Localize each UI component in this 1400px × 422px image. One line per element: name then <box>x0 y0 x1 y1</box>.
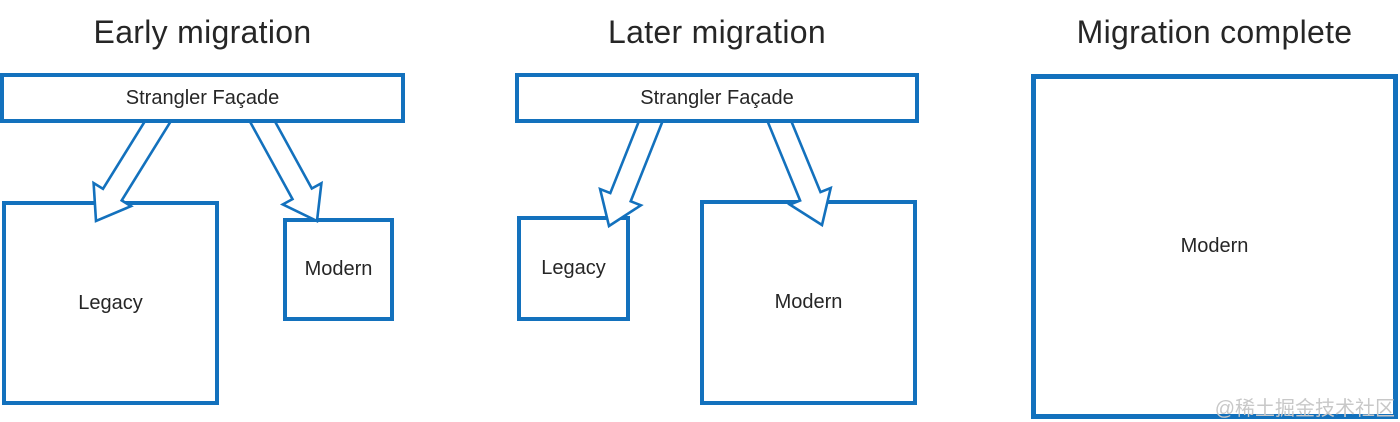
later-modern-label: Modern <box>774 291 843 313</box>
later-legacy-box: Legacy <box>517 216 630 321</box>
complete-modern-box: Modern <box>1031 74 1398 419</box>
panel-later-title: Later migration <box>608 14 826 50</box>
panel-early-title: Early migration <box>93 14 312 50</box>
panel-complete-title: Migration complete <box>1076 14 1353 50</box>
later-legacy-label: Legacy <box>541 257 606 279</box>
early-modern-label: Modern <box>304 258 373 280</box>
later-modern-box: Modern <box>700 200 917 405</box>
later-strangler-facade-box: Strangler Façade <box>515 73 919 123</box>
early-strangler-facade-label: Strangler Façade <box>125 86 280 109</box>
early-legacy-label: Legacy <box>78 291 143 314</box>
complete-modern-label: Modern <box>1180 235 1249 257</box>
later-strangler-facade-label: Strangler Façade <box>640 86 794 109</box>
early-modern-box: Modern <box>283 218 394 321</box>
early-legacy-box: Legacy <box>2 201 219 405</box>
early-strangler-facade-box: Strangler Façade <box>0 73 405 123</box>
watermark: @稀土掘金技术社区 <box>1214 398 1395 420</box>
